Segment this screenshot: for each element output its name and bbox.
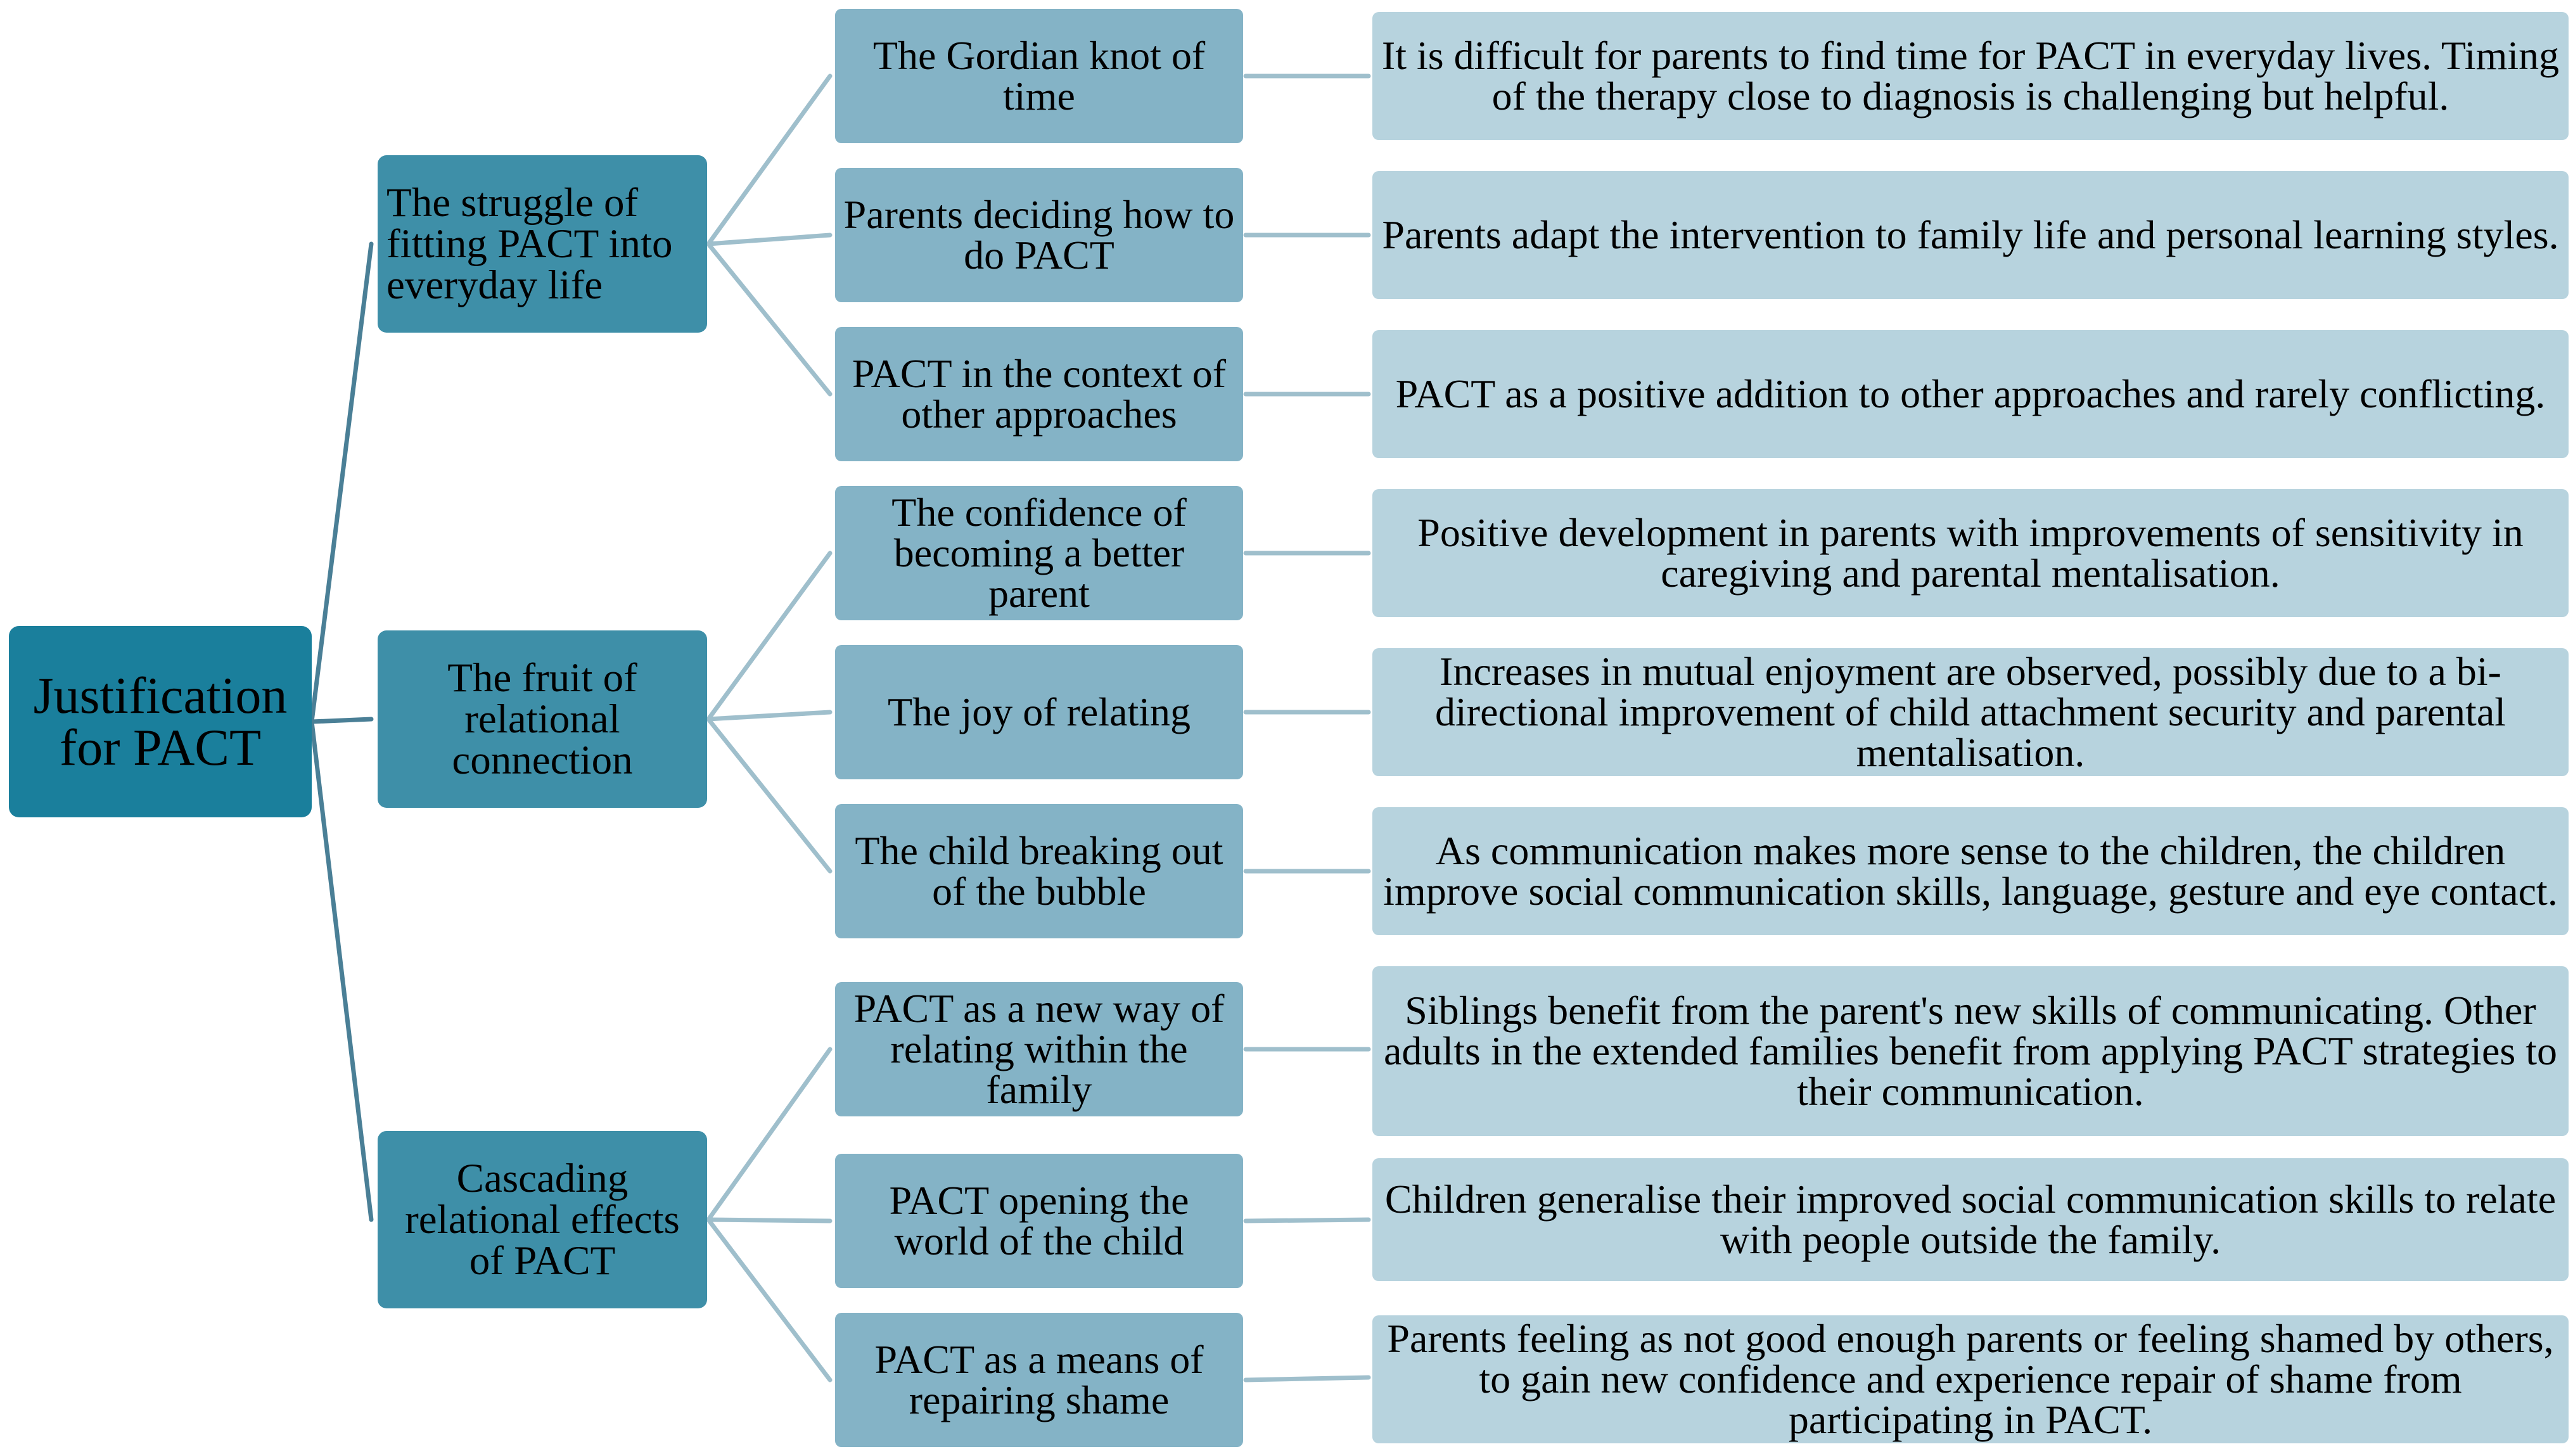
- connector-root-theme-1: [309, 241, 374, 724]
- description-node: Parents adapt the intervention to family…: [1372, 171, 2569, 299]
- description-node: Positive development in parents with imp…: [1372, 489, 2569, 617]
- connector-theme1-sub2: [706, 233, 833, 246]
- subtheme-label: PACT as a new way of relating within the…: [853, 986, 1225, 1112]
- subtheme-node: The child breaking out of the bubble: [835, 804, 1243, 938]
- subtheme-label: The joy of relating: [887, 689, 1191, 734]
- subtheme-label: PACT in the context of other approaches: [852, 351, 1227, 437]
- connector-theme2-sub2: [706, 710, 833, 722]
- description-node: It is difficult for parents to find time…: [1372, 12, 2569, 140]
- description-node: PACT as a positive addition to other app…: [1372, 330, 2569, 458]
- subtheme-label: PACT as a means of repairing shame: [874, 1337, 1204, 1422]
- theme-node-cascading: Cascading relational effects of PACT: [378, 1131, 707, 1308]
- description-text: Increases in mutual enjoyment are observ…: [1434, 649, 2506, 775]
- subtheme-label: The Gordian knot of time: [872, 33, 1206, 118]
- connector-root-theme-3: [309, 719, 374, 1222]
- description-text: Positive development in parents with imp…: [1417, 510, 2524, 596]
- connector-sub8-desc8: [1243, 1217, 1371, 1223]
- description-node: As communication makes more sense to the…: [1372, 807, 2569, 935]
- connector-sub9-desc9: [1243, 1375, 1371, 1383]
- subtheme-node: The confidence of becoming a better pare…: [835, 486, 1243, 620]
- connector-theme2-sub3: [706, 717, 833, 874]
- subtheme-node: Parents deciding how to do PACT: [835, 168, 1243, 302]
- subtheme-node: PACT as a new way of relating within the…: [835, 982, 1243, 1116]
- subtheme-node: PACT opening the world of the child: [835, 1154, 1243, 1288]
- connector-theme1-sub3: [706, 241, 833, 397]
- subtheme-node: PACT in the context of other approaches: [835, 327, 1243, 461]
- subtheme-node: PACT as a means of repairing shame: [835, 1313, 1243, 1447]
- theme-label: The struggle of fitting PACT into everyd…: [386, 179, 673, 308]
- connector-theme1-sub1: [706, 73, 833, 246]
- description-text: Siblings benefit from the parent's new s…: [1383, 988, 2558, 1114]
- description-text: As communication makes more sense to the…: [1383, 828, 2558, 914]
- theme-label: Cascading relational effects of PACT: [405, 1155, 680, 1284]
- description-node: Parents feeling as not good enough paren…: [1372, 1315, 2569, 1443]
- connector-theme3-sub1: [706, 1047, 833, 1222]
- description-text: Parents adapt the intervention to family…: [1382, 212, 2559, 257]
- subtheme-node: The Gordian knot of time: [835, 9, 1243, 143]
- subtheme-node: The joy of relating: [835, 645, 1243, 779]
- root-node: Justification for PACT: [9, 626, 312, 817]
- root-label: Justification for PACT: [33, 667, 288, 776]
- description-node: Siblings benefit from the parent's new s…: [1372, 966, 2569, 1136]
- description-text: Parents feeling as not good enough paren…: [1387, 1316, 2554, 1442]
- connector-root-theme-2: [309, 717, 374, 724]
- subtheme-label: Parents deciding how to do PACT: [843, 192, 1235, 278]
- theme-label: The fruit of relational connection: [447, 655, 637, 783]
- subtheme-label: PACT opening the world of the child: [889, 1178, 1189, 1263]
- description-text: Children generalise their improved socia…: [1384, 1177, 2557, 1262]
- connector-theme2-sub1: [706, 551, 833, 722]
- description-text: It is difficult for parents to find time…: [1381, 33, 2560, 118]
- connector-theme3-sub2: [706, 1217, 833, 1223]
- subtheme-label: The child breaking out of the bubble: [855, 828, 1223, 914]
- theme-node-struggle: The struggle of fitting PACT into everyd…: [378, 155, 707, 333]
- description-node: Children generalise their improved socia…: [1372, 1158, 2569, 1281]
- subtheme-label: The confidence of becoming a better pare…: [891, 490, 1187, 616]
- connector-theme3-sub3: [706, 1217, 833, 1383]
- theme-node-fruit: The fruit of relational connection: [378, 630, 707, 808]
- description-node: Increases in mutual enjoyment are observ…: [1372, 648, 2569, 776]
- description-text: PACT as a positive addition to other app…: [1395, 371, 2546, 416]
